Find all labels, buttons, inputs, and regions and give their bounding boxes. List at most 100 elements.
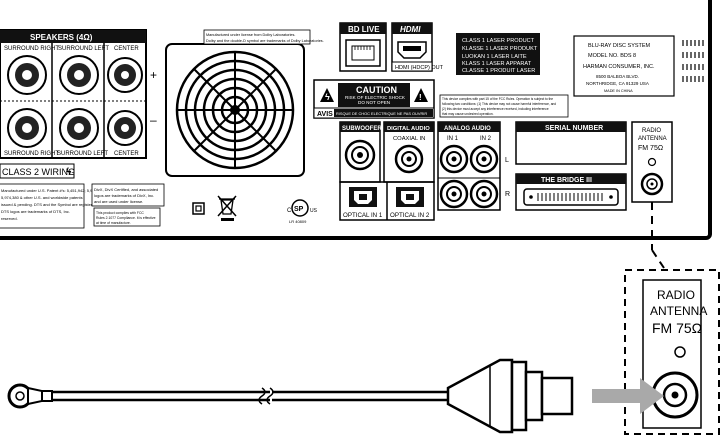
minus-sign: – <box>150 113 157 127</box>
double-insulation-icon <box>192 202 205 215</box>
fccb-line-1: This product complies with FCC <box>96 211 144 215</box>
analog-jack <box>469 179 499 209</box>
zoom-radio-label-2: ANTENNA <box>650 304 707 318</box>
laser-line-3: LUOKAN 1 LASER LAITE <box>462 54 527 60</box>
center-label-bottom: CENTER <box>114 151 139 157</box>
coaxial-jack <box>394 144 424 174</box>
bd-live-label: BD LIVE <box>348 25 380 34</box>
terminal-knob <box>7 108 47 148</box>
terminal-knob <box>59 55 99 95</box>
optical-jack-1 <box>349 187 377 207</box>
fm-antenna-cable <box>7 358 574 434</box>
hdmi-label: HDMI (HDCP) OUT <box>395 65 444 71</box>
radio-label-1: RADIO <box>642 128 661 134</box>
subwoofer-label: SUBWOOFER <box>342 126 382 132</box>
channel-l-label: L <box>505 157 509 164</box>
optical-in-1-label: OPTICAL IN 1 <box>343 212 383 219</box>
avis-label: AVIS <box>317 111 333 118</box>
fcc-class-b-notice: This product complies with FCC Rules 2.1… <box>93 207 161 227</box>
dts-line-4: DTS logos are trademarks of DTS, Inc. <box>1 209 70 214</box>
dolby-notice: Manufactured under license from Dolby La… <box>203 29 324 45</box>
f-connector-plug <box>446 358 574 434</box>
laser-line-1: CLASS 1 LASER PRODUCT <box>462 38 535 44</box>
terminal-knob <box>59 108 99 148</box>
laser-line-2: KLASSE 1 LASER PRODUKT <box>462 46 538 52</box>
center-label: CENTER <box>114 46 139 52</box>
product-line-4: 8500 BALBOA BLVD. <box>596 74 639 79</box>
terminal-knob <box>107 57 143 93</box>
surround-left-label-bottom: SURROUND LEFT <box>57 151 108 157</box>
dolby-line-2: Dolby and the double-D symbol are tradem… <box>206 39 324 43</box>
radio-antenna-zoom-callout: RADIO ANTENNA FM 75Ω <box>624 269 720 435</box>
divx-line-3: and are used under license. <box>94 199 143 204</box>
fcc-notice: This device complies with part 15 of the… <box>439 94 569 118</box>
caution-title: CAUTION <box>356 85 397 95</box>
product-line-6: MADE IN CHINA <box>604 89 633 93</box>
insert-direction-arrow <box>592 378 664 414</box>
optical-in-2-label: OPTICAL IN 2 <box>390 212 430 219</box>
dts-notice: Manufactured under U.S. Patent #'s: 5,45… <box>0 183 129 229</box>
csa-c: C <box>287 208 292 214</box>
bd-live-port: BD LIVE <box>339 22 387 72</box>
analog-audio-block: ANALOG AUDIO IN 1 IN 2 L R <box>437 121 510 211</box>
coaxial-in-label: COAXIAL IN <box>393 136 425 142</box>
laser-line-4: KLASS 1 LASER APPARAT <box>462 61 532 67</box>
surround-right-label: SURROUND RIGHT <box>4 46 59 52</box>
fcc-line-3: (2) this device must accept any interfer… <box>442 107 549 111</box>
caution-line-2: DO NOT OPEN <box>358 100 390 105</box>
hdmi-logo: HDMI <box>400 25 421 34</box>
fccb-line-2: Rules 2.1077 Compliance. It is effective <box>96 216 156 220</box>
analog-in-1-label: IN 1 <box>447 136 459 142</box>
serial-number-label: SERIAL NUMBER <box>515 121 627 165</box>
subwoofer-jack: SUBWOOFER <box>339 121 382 183</box>
optical-jack-2 <box>396 187 424 207</box>
serial-number-title: SERIAL NUMBER <box>545 125 603 132</box>
hdmi-port: HDMI HDMI (HDCP) OUT <box>391 22 444 72</box>
lightning-icon: ϟ <box>66 167 72 178</box>
channel-r-label: R <box>505 191 510 198</box>
svg-text:ϟ: ϟ <box>325 92 330 102</box>
product-line-1: BLU-RAY DISC SYSTEM <box>588 43 651 49</box>
product-info-label: BLU-RAY DISC SYSTEM MODEL NO. BDS 8 HARM… <box>573 35 675 97</box>
antenna-ring-terminal <box>7 383 53 409</box>
caution-line-1: RISK OF ELECTRIC SHOCK <box>345 95 406 100</box>
csa-us: US <box>310 208 318 214</box>
radio-label-2: ANTENNA <box>638 136 667 142</box>
zoom-radio-label-3: FM 75Ω <box>652 320 702 336</box>
divx-line-2: logos are trademarks of DivX, Inc. <box>94 193 154 198</box>
speaker-terminal-block: SPEAKERS (4Ω) SURROUND RIGHT SURROUND LE… <box>0 29 157 179</box>
product-line-5: NORTHRIDGE, CA 91329 USA <box>586 81 649 86</box>
zoom-radio-label-1: RADIO <box>657 288 695 302</box>
surround-right-label-bottom: SURROUND RIGHT <box>4 151 59 157</box>
bridge-connector: THE BRIDGE III <box>515 173 627 211</box>
fcc-line-1: This device complies with part 15 of the… <box>442 97 553 101</box>
analog-audio-label: ANALOG AUDIO <box>444 126 491 132</box>
csa-certification-icon: SP C US LR 40809 <box>287 199 318 224</box>
dolby-line-1: Manufactured under license from Dolby La… <box>206 33 296 37</box>
digital-audio-label: DIGITAL AUDIO <box>387 126 430 132</box>
dts-line-2: 5,974,380 & other U.S. and worldwide pat… <box>1 195 83 200</box>
fcc-line-2: following two conditions: (1) This devic… <box>442 102 556 106</box>
speakers-header: SPEAKERS (4Ω) <box>30 33 93 42</box>
divx-line-1: DivX, DivX Certified, and associated <box>94 187 158 192</box>
csa-mark: SP <box>294 206 304 213</box>
radio-label-3: FM 75Ω <box>638 145 663 152</box>
cooling-fan <box>165 43 305 177</box>
product-line-2: MODEL NO. BDS 8 <box>588 53 636 59</box>
product-line-3: HARMAN CONSUMER, INC. <box>583 64 655 70</box>
dts-line-3: issued & pending. DTS and the Symbol are… <box>1 202 129 207</box>
optical-inputs: OPTICAL IN 1 OPTICAL IN 2 <box>339 181 435 221</box>
plus-sign: + <box>150 68 157 82</box>
laser-warning-label: CLASS 1 LASER PRODUCT KLASSE 1 LASER PRO… <box>456 33 540 75</box>
avis-text: RISQUE DE CHOC ELECTRIQUE NE PAS OUVRIR <box>336 111 427 116</box>
radio-antenna-port: RADIO ANTENNA FM 75Ω <box>631 121 673 203</box>
fcc-line-4: that may cause undesired operation. <box>442 112 494 116</box>
dts-line-5: reserved. <box>1 216 18 221</box>
terminal-knob <box>107 110 143 146</box>
weee-bin-icon <box>217 195 237 221</box>
svg-text:!: ! <box>419 93 422 102</box>
callout-leader-line <box>651 202 665 269</box>
surround-left-label: SURROUND LEFT <box>58 46 109 52</box>
bridge-label: THE BRIDGE III <box>541 177 592 184</box>
vent-slots <box>682 40 704 82</box>
